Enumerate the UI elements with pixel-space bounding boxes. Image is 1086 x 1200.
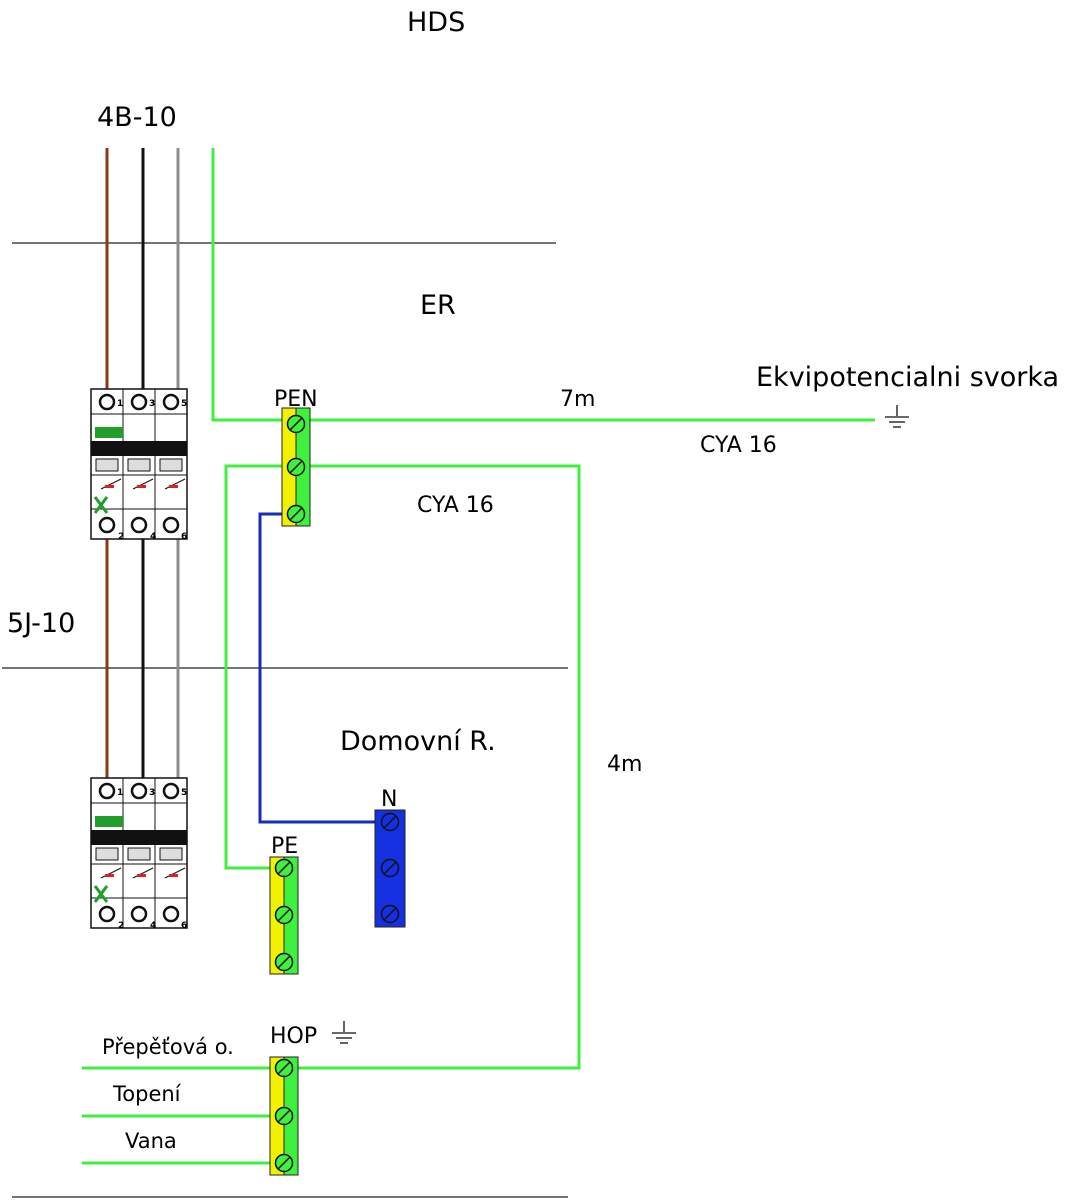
riser-length: 4m	[607, 752, 642, 777]
screw-icon	[130, 905, 148, 923]
breaker-detail	[100, 478, 122, 490]
ground-icon	[332, 1021, 356, 1044]
hop-terminal-block	[269, 1056, 299, 1176]
screw-icon	[274, 1106, 294, 1126]
pen-supply-wire	[211, 148, 875, 422]
breaker-detail	[132, 478, 154, 490]
screw-icon	[162, 905, 180, 923]
breaker-label-bottom: 5J-10	[7, 608, 75, 639]
breaker-detail	[164, 478, 186, 490]
pe-label: PE	[271, 834, 298, 859]
status-flag-icon	[137, 874, 146, 877]
neutral-wire	[258, 512, 390, 824]
riser-cable: CYA 16	[417, 493, 494, 518]
equipotential-length: 7m	[560, 387, 595, 412]
screw-icon	[380, 904, 400, 924]
status-flag-icon	[105, 874, 114, 877]
screw-icon	[274, 858, 294, 878]
hop-label: HOP	[270, 1024, 317, 1049]
screw-icon	[286, 504, 306, 524]
screw-icon	[286, 414, 306, 434]
status-flag-icon	[105, 485, 114, 488]
breaker-detail	[164, 867, 186, 879]
pe-terminal-block	[269, 856, 299, 975]
section-label-domovni: Domovní R.	[340, 726, 496, 757]
section-label-er: ER	[420, 290, 456, 321]
screw-icon	[380, 812, 400, 832]
screw-icon	[274, 1058, 294, 1078]
lever-window	[95, 847, 119, 861]
section-label-hds: HDS	[407, 7, 465, 38]
bond-label-vana: Vana	[125, 1129, 177, 1153]
terminal-number: 4	[150, 921, 156, 931]
screw-icon	[130, 782, 148, 800]
trip-mark-icon	[93, 885, 109, 903]
pen-label: PEN	[274, 387, 318, 412]
screw-icon	[98, 782, 116, 800]
breaker-5j-10: 1 3 5 2 4 6	[90, 777, 188, 931]
screw-icon	[274, 952, 294, 972]
bond-label-topeni: Topení	[112, 1082, 182, 1106]
lever-window	[159, 847, 183, 861]
riser-wire	[296, 464, 581, 1070]
lever-window	[127, 458, 151, 472]
screw-icon	[98, 393, 116, 411]
lever-window	[127, 847, 151, 861]
breaker-detail	[132, 867, 154, 879]
lever-window	[95, 458, 119, 472]
screw-icon	[286, 457, 306, 477]
screw-icon	[162, 516, 180, 534]
screw-icon	[274, 1153, 294, 1173]
n-label: N	[381, 787, 397, 812]
status-flag-icon	[169, 874, 178, 877]
screw-icon	[162, 782, 180, 800]
breaker-detail	[100, 867, 122, 879]
terminal-number: 2	[118, 532, 124, 542]
terminal-number: 5	[181, 399, 187, 409]
brand-logo-icon	[95, 816, 123, 827]
screw-icon	[130, 516, 148, 534]
terminal-number: 2	[118, 921, 124, 931]
terminal-number: 6	[181, 921, 187, 931]
screw-icon	[130, 393, 148, 411]
terminal-number: 6	[181, 532, 187, 542]
lever-window	[159, 458, 183, 472]
screw-icon	[98, 905, 116, 923]
pen-terminal-block	[281, 407, 311, 527]
terminal-number: 4	[150, 532, 156, 542]
lever-bar	[91, 830, 187, 845]
screw-icon	[274, 905, 294, 925]
bond-label-prepetova: Přepěťová o.	[102, 1035, 234, 1059]
breaker-4b-10: 1 3 5 2 4 6	[90, 388, 188, 542]
brand-logo-icon	[95, 427, 123, 438]
terminal-number: 1	[117, 399, 123, 409]
screw-icon	[380, 858, 400, 878]
lever-bar	[91, 441, 187, 456]
status-flag-icon	[169, 485, 178, 488]
equipotential-cable: CYA 16	[700, 433, 777, 458]
screw-icon	[162, 393, 180, 411]
screw-icon	[98, 516, 116, 534]
pe-link-wire	[224, 464, 296, 870]
n-terminal-block	[374, 809, 406, 928]
pe-wires	[82, 148, 875, 1165]
terminal-number: 3	[149, 788, 155, 798]
breaker-label-top: 4B-10	[97, 102, 177, 133]
status-flag-icon	[137, 485, 146, 488]
equipotential-label: Ekvipotencialni svorka	[756, 362, 1059, 393]
terminal-number: 5	[181, 788, 187, 798]
trip-mark-icon	[93, 496, 109, 514]
terminal-number: 3	[149, 399, 155, 409]
terminal-number: 1	[117, 788, 123, 798]
ground-icon	[885, 405, 909, 428]
